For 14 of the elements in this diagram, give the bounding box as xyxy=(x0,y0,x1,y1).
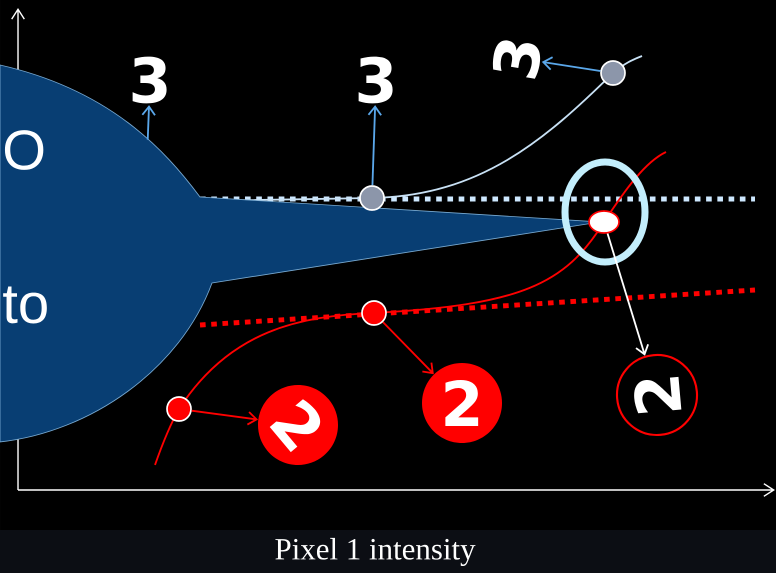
data-point xyxy=(166,396,192,422)
data-point xyxy=(600,60,626,86)
arrow xyxy=(142,105,156,140)
data-point xyxy=(361,300,387,326)
numbered-disc: 2 xyxy=(258,385,338,465)
data-point xyxy=(359,185,385,211)
data-point xyxy=(588,210,620,234)
arrow xyxy=(382,322,434,374)
arrow xyxy=(192,410,258,426)
arrow xyxy=(368,105,382,186)
axis-label: Pixel 1 intensity xyxy=(275,538,476,566)
arrow xyxy=(606,233,649,356)
arrow xyxy=(542,56,600,72)
numbered-disc: 2 xyxy=(422,362,502,443)
